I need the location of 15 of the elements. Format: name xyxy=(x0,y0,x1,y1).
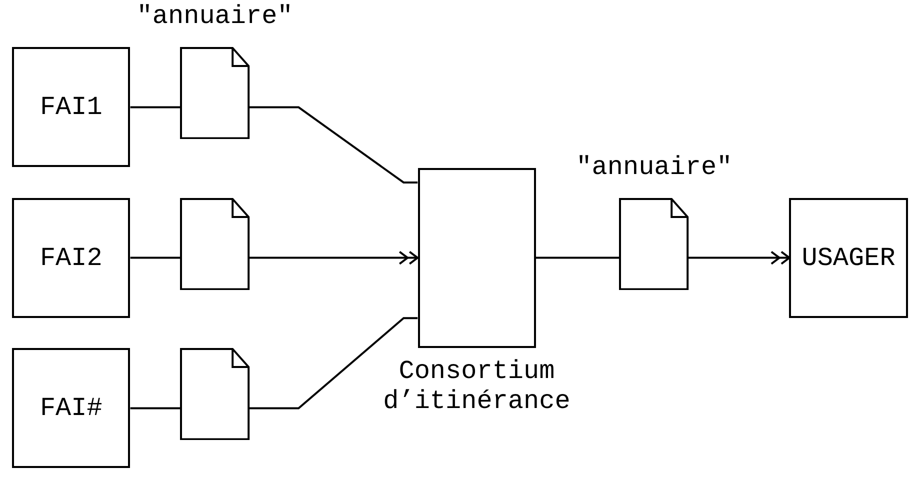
connector-line xyxy=(536,256,620,259)
document-label: "annuaire" xyxy=(576,150,732,184)
process-box: FAI# xyxy=(12,348,130,468)
connector-line xyxy=(130,106,181,108)
process-box: USAGER xyxy=(789,198,908,318)
connector-line xyxy=(688,250,790,265)
connector-line xyxy=(248,317,418,410)
document-label: "annuaire" xyxy=(136,0,293,34)
connector-line xyxy=(130,407,181,410)
box-caption: Consortium d’itinérance xyxy=(382,356,572,416)
connector-line xyxy=(130,256,181,259)
connector-line xyxy=(248,250,419,265)
connector-line xyxy=(248,106,418,184)
process-box: FAI1 xyxy=(12,47,130,168)
process-box: FAI2 xyxy=(12,198,130,318)
